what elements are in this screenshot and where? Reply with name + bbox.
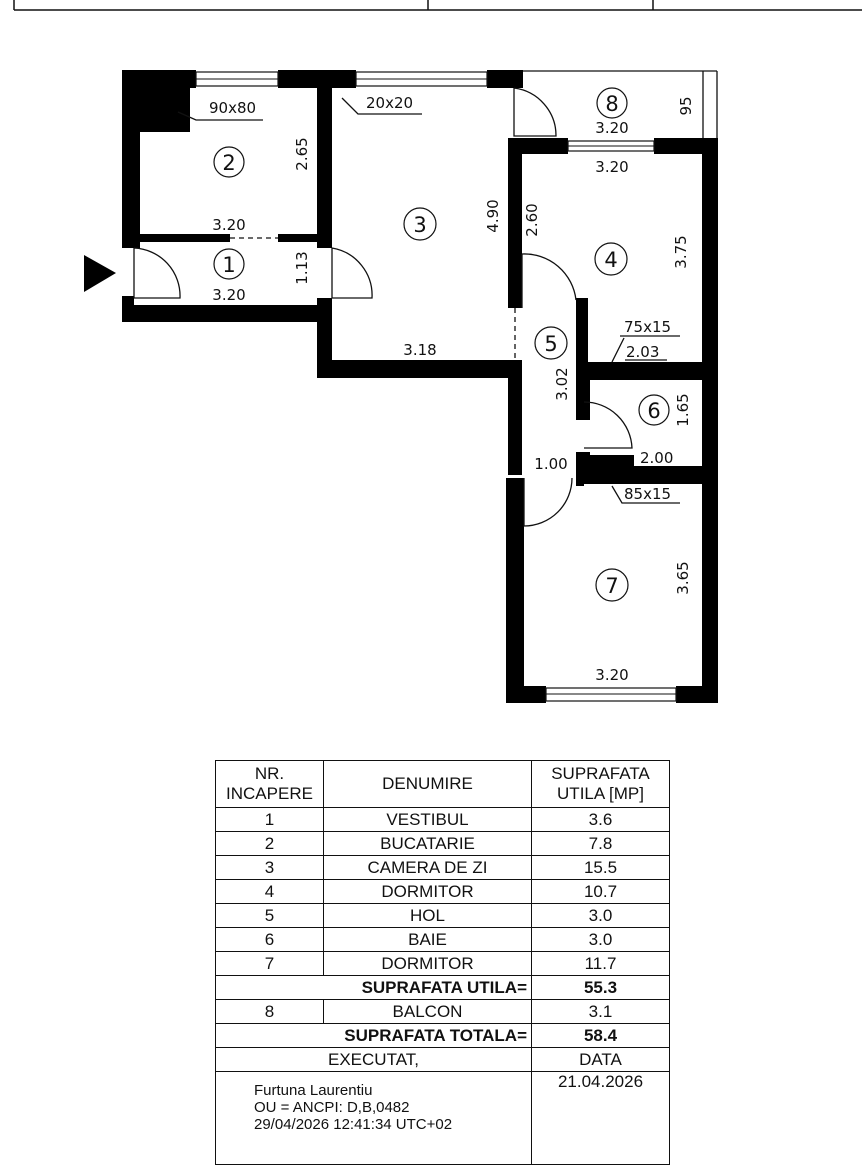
dim-kitchen-height: 2.65	[293, 137, 311, 170]
room-number-5: 5	[544, 332, 557, 356]
utila-value: 55.3	[531, 975, 670, 1000]
table-header-row: NR. INCAPERE DENUMIRE SUPRAFATA UTILA [M…	[215, 760, 670, 808]
dim-vestibule-width: 3.20	[212, 286, 245, 304]
table-row: 4 DORMITOR 10.7	[215, 879, 670, 904]
row-nr: 6	[215, 927, 324, 952]
dim-bath-height: 1.65	[674, 393, 692, 426]
entrance-arrow-icon	[84, 255, 116, 292]
row-area: 10.7	[531, 879, 670, 904]
area-table: NR. INCAPERE DENUMIRE SUPRAFATA UTILA [M…	[215, 760, 670, 1165]
room-numbers: 2 1 3 4 5 6 7 8	[222, 92, 660, 598]
table-row: 5 HOL 3.0	[215, 903, 670, 928]
utila-total-row: SUPRAFATA UTILA= 55.3	[215, 975, 670, 1000]
row-name: BALCON	[323, 999, 532, 1024]
dimension-labels: 90x80 20x20 3.20 95 2.65 3.20 3.20 1.13 …	[209, 94, 695, 684]
utila-label: SUPRAFATA UTILA=	[215, 975, 532, 1000]
windows	[195, 71, 677, 702]
doors	[133, 87, 633, 527]
signature-block: Furtuna Laurentiu OU = ANCPI: D,B,0482 2…	[215, 1071, 532, 1165]
dim-hall-width: 1.00	[534, 455, 567, 473]
room-number-8: 8	[605, 92, 618, 116]
dim-bedroom7-height: 3.65	[674, 561, 692, 594]
row-area: 7.8	[531, 831, 670, 856]
row-nr: 8	[215, 999, 324, 1024]
table-row: 6 BAIE 3.0	[215, 927, 670, 952]
room-number-4: 4	[604, 248, 617, 272]
totala-total-row: SUPRAFATA TOTALA= 58.4	[215, 1023, 670, 1048]
row-nr: 2	[215, 831, 324, 856]
signature-name: Furtuna Laurentiu	[254, 1082, 373, 1099]
dim-balcony-depth: 95	[677, 96, 695, 115]
balcony-outline	[523, 70, 718, 138]
totala-value: 58.4	[531, 1023, 670, 1048]
row-name: BAIE	[323, 927, 532, 952]
row-area: 3.1	[531, 999, 670, 1024]
row-nr: 5	[215, 903, 324, 928]
dim-85x15: 85x15	[624, 485, 671, 503]
room-number-1: 1	[222, 253, 235, 277]
signature-ou: OU = ANCPI: D,B,0482	[254, 1099, 410, 1116]
totala-label: SUPRAFATA TOTALA=	[215, 1023, 532, 1048]
room-number-3: 3	[413, 213, 426, 237]
header-denumire: DENUMIRE	[323, 760, 532, 808]
table-row: 1 VESTIBUL 3.6	[215, 807, 670, 832]
row-nr: 7	[215, 951, 324, 976]
table-row: 3 CAMERA DE ZI 15.5	[215, 855, 670, 880]
table-row: 8 BALCON 3.1	[215, 999, 670, 1024]
dim-living-height: 4.90	[484, 199, 502, 232]
row-name: CAMERA DE ZI	[323, 855, 532, 880]
dim-90x80: 90x80	[209, 99, 256, 117]
executat-row: EXECUTAT, DATA	[215, 1047, 670, 1072]
row-area: 11.7	[531, 951, 670, 976]
dim-bedroom7-width: 3.20	[595, 666, 628, 684]
date-value: 21.04.2026	[531, 1071, 670, 1165]
dim-bedroom4-bottom: 2.03	[626, 343, 659, 361]
row-area: 15.5	[531, 855, 670, 880]
signature-timestamp: 29/04/2026 12:41:34 UTC+02	[254, 1116, 453, 1133]
row-nr: 4	[215, 879, 324, 904]
dim-bedroom4-side: 2.60	[523, 203, 541, 236]
executat-label: EXECUTAT,	[215, 1047, 532, 1072]
dim-20x20: 20x20	[366, 94, 413, 112]
row-nr: 1	[215, 807, 324, 832]
row-area: 3.0	[531, 903, 670, 928]
row-name: DORMITOR	[323, 951, 532, 976]
row-name: VESTIBUL	[323, 807, 532, 832]
row-area: 3.6	[531, 807, 670, 832]
top-table-strip	[13, 0, 862, 11]
room-number-7: 7	[605, 574, 618, 598]
header-suprafata: SUPRAFATA UTILA [MP]	[531, 760, 670, 808]
dim-bedroom4-height: 3.75	[672, 235, 690, 268]
dim-balcony-width: 3.20	[595, 119, 628, 137]
dim-living-width: 3.18	[403, 341, 436, 359]
floor-plan: 2 1 3 4 5 6 7 8 90x80 20x20 3.20 95 2.65…	[84, 70, 718, 703]
row-area: 3.0	[531, 927, 670, 952]
dim-hall-height: 3.02	[553, 367, 571, 400]
dim-75x15: 75x15	[624, 318, 671, 336]
table-row: 2 BUCATARIE 7.8	[215, 831, 670, 856]
room-number-2: 2	[222, 151, 235, 175]
leader-lines	[177, 97, 680, 504]
dim-bath-width: 2.00	[640, 449, 673, 467]
room-markers	[213, 87, 670, 602]
room-number-6: 6	[647, 399, 660, 423]
dim-kitchen-width: 3.20	[212, 216, 245, 234]
header-nr: NR. INCAPERE	[215, 760, 324, 808]
dim-vestibule-height: 1.13	[293, 251, 311, 284]
row-nr: 3	[215, 855, 324, 880]
row-name: DORMITOR	[323, 879, 532, 904]
row-name: BUCATARIE	[323, 831, 532, 856]
signature-row: Furtuna Laurentiu OU = ANCPI: D,B,0482 2…	[215, 1071, 670, 1165]
row-name: HOL	[323, 903, 532, 928]
data-label: DATA	[531, 1047, 670, 1072]
walls	[122, 70, 718, 703]
table-row: 7 DORMITOR 11.7	[215, 951, 670, 976]
dim-bedroom4-top: 3.20	[595, 158, 628, 176]
